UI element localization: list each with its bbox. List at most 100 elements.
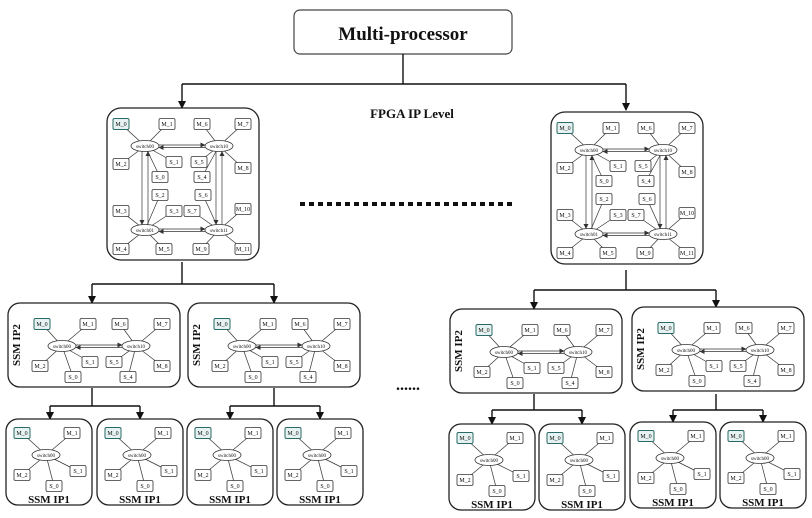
module-label-s-0: S_0: [492, 489, 501, 495]
module-label-m-6: M_6: [556, 328, 567, 334]
module-label-s-5: S_5: [289, 360, 298, 366]
module-label-s-1: S_1: [606, 474, 615, 480]
module-box-m-11: [678, 247, 696, 259]
switch-node-switch10: [301, 340, 331, 352]
module-label-s-0: S_0: [248, 375, 257, 381]
module-label-m-2: M_2: [730, 476, 741, 482]
ssm-ip1-label: SSM IP1: [209, 494, 251, 506]
module-label-m-8: M_8: [237, 166, 248, 172]
module-box-m-6: [193, 118, 211, 130]
module-box-m-0: [33, 318, 51, 330]
ssm-ip1-label: SSM IP1: [742, 497, 784, 509]
module-label-s-5: S_5: [638, 164, 647, 170]
module-box-m-7: [678, 122, 696, 134]
module-box-m-9: [636, 247, 654, 259]
module-box-m-2: [655, 364, 673, 376]
switch-node-switch01: [130, 224, 160, 236]
switch-label-switch00: switch00: [308, 454, 327, 459]
switch-label-switch00: switch00: [218, 454, 237, 459]
module-label-m-2: M_2: [559, 166, 570, 172]
switch-node-switch00: [574, 144, 604, 156]
module-label-s-0: S_0: [230, 484, 239, 490]
switch-node-switch00: [564, 454, 594, 466]
module-box-s-0: [136, 480, 154, 492]
module-box-m-1: [596, 432, 614, 444]
switch-node-switch11: [648, 228, 678, 240]
ssm-ip2-label: SSM IP2: [635, 328, 647, 370]
module-label-s-0: S_0: [49, 484, 58, 490]
module-label-s-4: S_4: [565, 381, 574, 387]
module-label-s-1: S_1: [697, 472, 706, 478]
module-box-s-4: [119, 371, 137, 383]
module-label-m-7: M_7: [237, 122, 248, 128]
module-label-m-0: M_0: [115, 122, 126, 128]
module-label-m-7: M_7: [336, 322, 347, 328]
diagram-title: Multi-processor: [338, 24, 468, 45]
ssm-ip1-label: SSM IP1: [561, 499, 603, 511]
module-label-m-0: M_0: [287, 431, 298, 437]
module-box-m-6: [637, 122, 655, 134]
module-label-m-6: M_6: [640, 126, 651, 132]
switch-node-switch00: [302, 449, 332, 461]
fpga-ip-level-label: FPGA IP Level: [370, 106, 454, 121]
module-box-s-0: [45, 480, 63, 492]
module-box-m-7: [234, 118, 252, 130]
module-label-m-6: M_6: [196, 122, 207, 128]
module-label-m-10: M_10: [680, 211, 694, 217]
switch-label-switch00: switch00: [751, 457, 770, 462]
module-box-m-9: [192, 243, 210, 255]
fpga-ip-outline: [106, 107, 260, 261]
module-box-m-5: [599, 247, 617, 259]
module-label-s-0: S_0: [763, 487, 772, 493]
switch-label-switch10: switch10: [751, 349, 770, 354]
switch-label-switch01: switch01: [580, 233, 599, 238]
module-label-m-1: M_1: [337, 431, 348, 437]
module-label-s-1: S_1: [787, 472, 796, 478]
module-box-m-8: [678, 166, 696, 178]
module-box-m-2: [556, 162, 574, 174]
module-label-m-1: M_1: [82, 322, 93, 328]
module-box-s-1: [340, 465, 358, 477]
module-label-s-3: S_3: [169, 209, 178, 215]
top-connectors: [178, 54, 630, 111]
module-box-m-2: [104, 469, 122, 481]
switch-label-switch01: switch01: [136, 229, 155, 234]
switch-label-switch11: switch11: [210, 229, 228, 234]
module-label-s-0: S_0: [320, 484, 329, 490]
switch-node-switch10: [745, 344, 775, 356]
module-box-m-0: [657, 322, 675, 334]
module-label-m-1: M_1: [605, 126, 616, 132]
module-box-m-2: [473, 366, 491, 378]
module-box-m-7: [153, 318, 171, 330]
module-box-m-1: [63, 427, 81, 439]
module-label-m-5: M_5: [158, 247, 169, 253]
module-box-m-1: [687, 430, 705, 442]
ssm-ip2-label: SSM IP2: [191, 324, 203, 366]
ssm-ip1-outline: [448, 423, 536, 511]
module-label-s-0: S_0: [510, 381, 519, 387]
module-label-m-7: M_7: [780, 326, 791, 332]
switch-node-switch10: [563, 346, 593, 358]
module-label-s-0: S_0: [582, 489, 591, 495]
ssm-ip1-outline: [629, 421, 717, 509]
module-box-m-1: [158, 118, 176, 130]
module-box-s-0: [759, 483, 777, 495]
module-label-m-1: M_1: [706, 326, 717, 332]
module-box-s-1: [602, 470, 620, 482]
switch-label-switch00: switch00: [580, 149, 599, 154]
module-label-s-1: S_1: [254, 469, 263, 475]
switch-label-switch00: switch00: [233, 345, 252, 350]
ellipsis-label: ......: [396, 377, 420, 394]
module-box-s-1: [81, 356, 99, 368]
switch-node-switch10: [204, 140, 234, 152]
module-box-s-4: [637, 175, 655, 187]
module-box-s-0: [669, 483, 687, 495]
module-box-m-8: [153, 360, 171, 372]
module-label-m-0: M_0: [197, 431, 208, 437]
module-label-m-1: M_1: [690, 434, 701, 440]
